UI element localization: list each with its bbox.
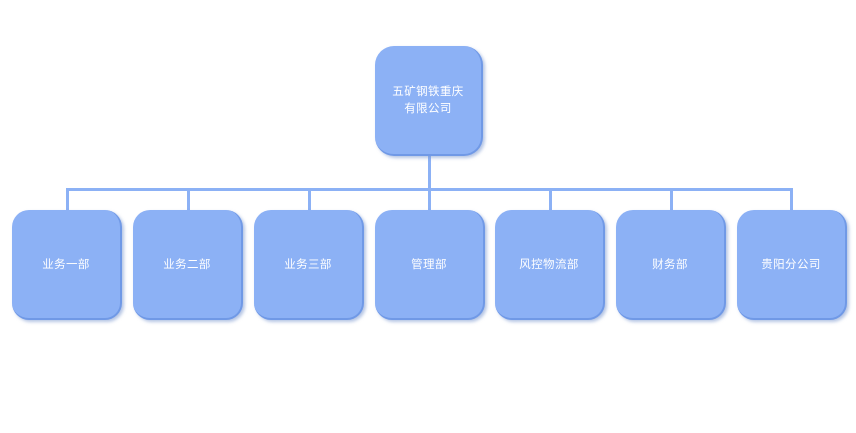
- org-node-dept-1-label: 业务一部: [42, 257, 90, 271]
- connector-root-stem: [428, 156, 431, 188]
- connector-drop-4: [428, 188, 431, 210]
- connector-drop-7: [790, 188, 793, 210]
- org-node-root[interactable]: 五矿钢铁重庆 有限公司: [375, 46, 483, 156]
- connector-drop-6: [670, 188, 673, 210]
- connector-drop-2: [187, 188, 190, 210]
- org-node-dept-2[interactable]: 业务二部: [133, 210, 243, 320]
- org-node-dept-6[interactable]: 财务部: [616, 210, 726, 320]
- org-node-dept-7-label: 贵阳分公司: [761, 257, 821, 271]
- org-node-dept-4-label: 管理部: [411, 257, 447, 271]
- org-node-dept-3-label: 业务三部: [284, 257, 332, 271]
- connector-drop-1: [66, 188, 69, 210]
- org-node-dept-5[interactable]: 风控物流部: [495, 210, 605, 320]
- org-node-dept-3[interactable]: 业务三部: [254, 210, 364, 320]
- org-node-dept-1[interactable]: 业务一部: [12, 210, 122, 320]
- connector-drop-5: [549, 188, 552, 210]
- connector-drop-3: [308, 188, 311, 210]
- org-node-dept-2-label: 业务二部: [163, 257, 211, 271]
- org-node-dept-6-label: 财务部: [652, 257, 688, 271]
- org-node-root-label: 五矿钢铁重庆 有限公司: [392, 84, 464, 115]
- org-node-dept-7[interactable]: 贵阳分公司: [737, 210, 847, 320]
- org-node-dept-4[interactable]: 管理部: [375, 210, 485, 320]
- org-node-dept-5-label: 风控物流部: [519, 257, 579, 271]
